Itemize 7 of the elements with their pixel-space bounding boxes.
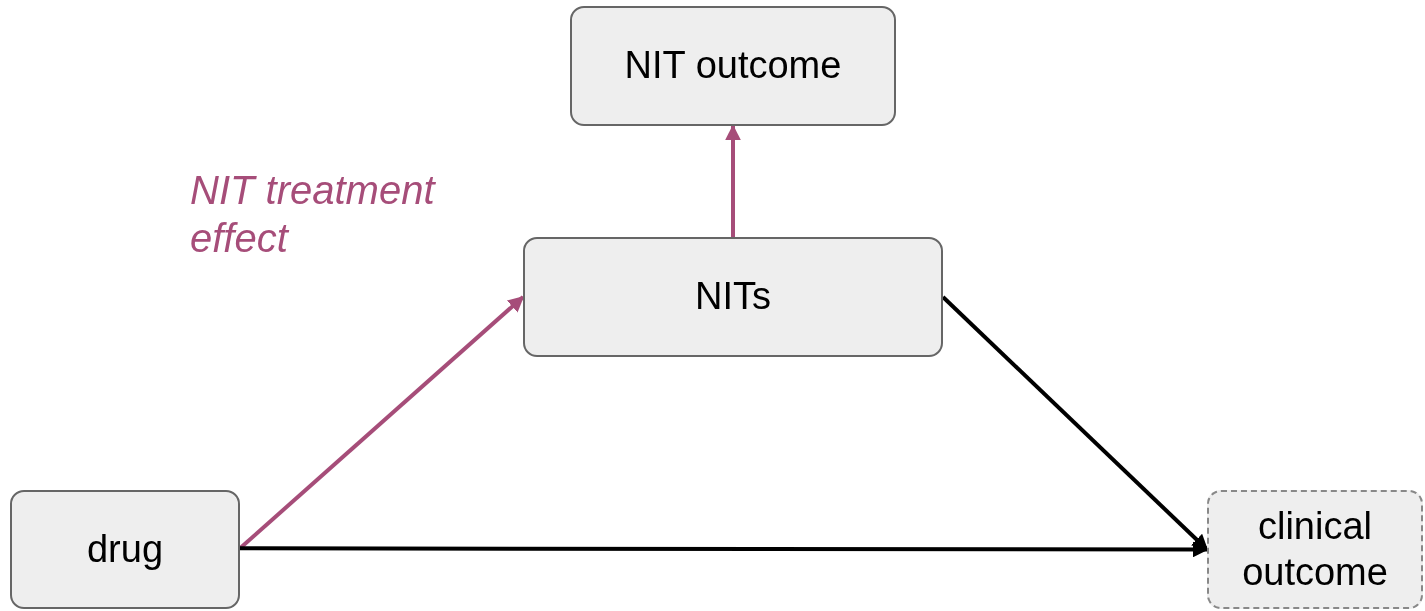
arrow	[240, 541, 1209, 558]
edge-label: NIT treatment effect	[190, 167, 437, 262]
process-box: NIT outcome	[570, 6, 896, 126]
arrow	[725, 124, 741, 237]
process-box: drug	[10, 490, 240, 609]
process-box: clinical outcome	[1207, 490, 1423, 609]
process-box: NITs	[523, 237, 943, 357]
